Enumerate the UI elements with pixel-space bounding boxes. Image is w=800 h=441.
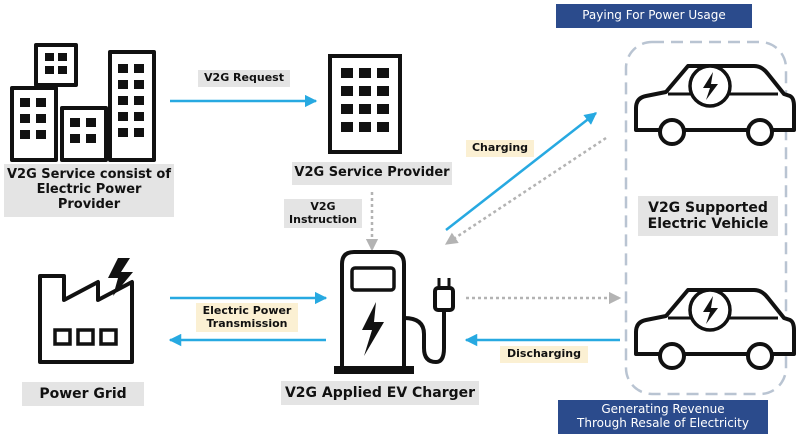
discharging-label: Discharging xyxy=(500,346,588,363)
buildings-icon xyxy=(10,43,156,162)
vehicle-group-border xyxy=(624,40,788,396)
charger-label: V2G Applied EV Charger xyxy=(281,381,479,406)
electric-car-icon xyxy=(634,64,796,146)
revenue-banner: Generating Revenue Through Resale of Ele… xyxy=(558,400,768,434)
buildings-label: V2G Service consist of Electric Power Pr… xyxy=(4,164,174,217)
provider-label: V2G Service Provider xyxy=(292,162,452,185)
transmission-label: Electric Power Transmission xyxy=(196,303,298,333)
electric-car-icon xyxy=(634,288,796,370)
charging-arrow xyxy=(445,112,597,231)
request-label: V2G Request xyxy=(198,70,290,87)
office-building-icon xyxy=(328,54,402,154)
paying-banner: Paying For Power Usage xyxy=(556,4,752,28)
instruction-label: V2G Instruction xyxy=(284,199,362,229)
vehicle-label: V2G Supported Electric Vehicle xyxy=(638,196,778,237)
charging-label: Charging xyxy=(466,140,534,157)
ev-charger-icon xyxy=(334,250,455,374)
return-arrow xyxy=(444,136,607,246)
grid-label: Power Grid xyxy=(22,382,144,407)
factory-icon xyxy=(38,258,134,364)
